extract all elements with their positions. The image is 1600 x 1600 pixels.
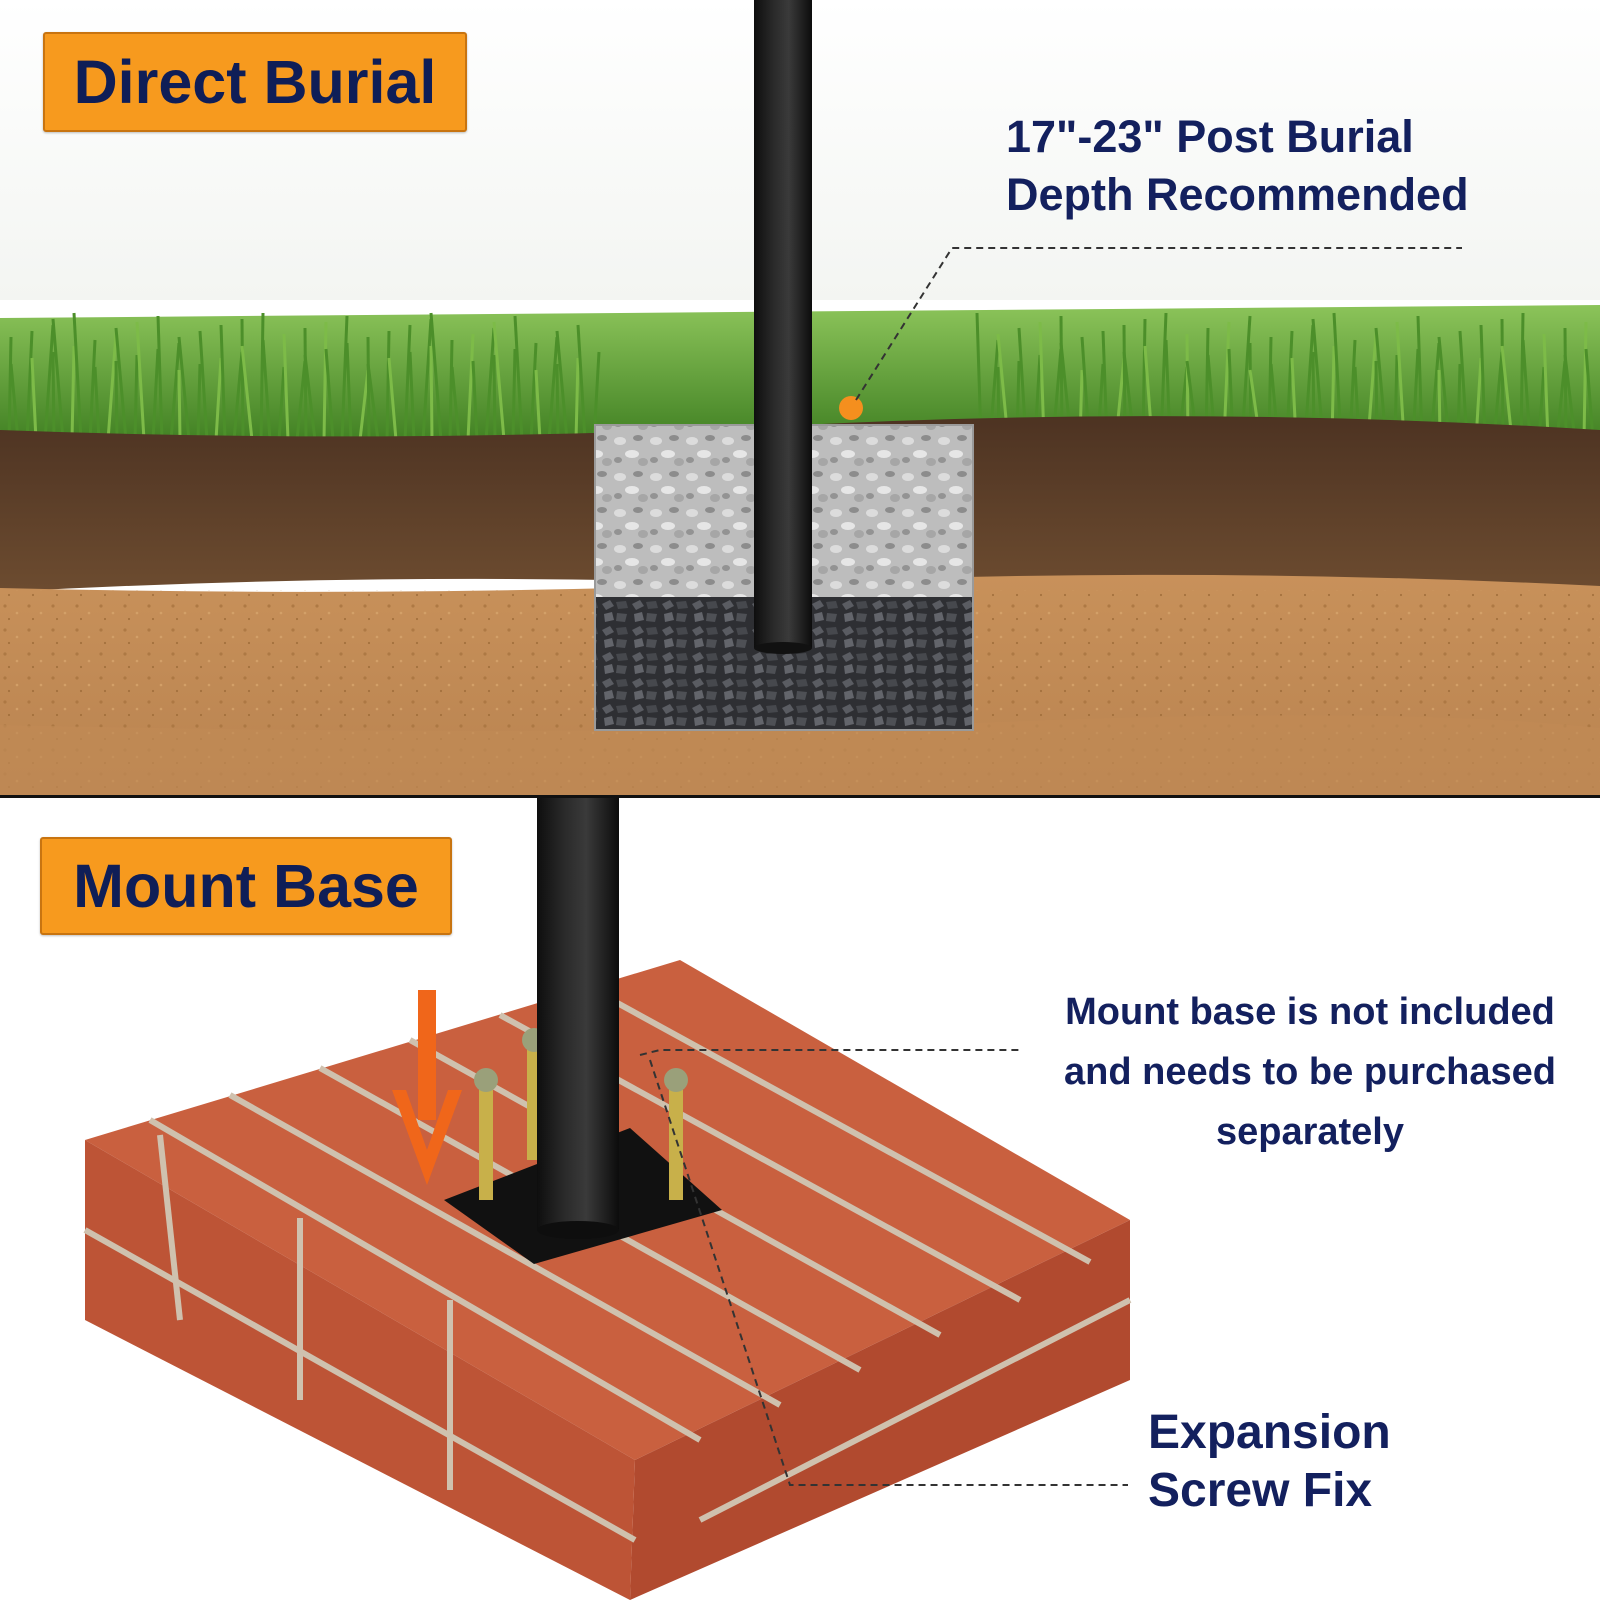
panel-divider [0, 795, 1600, 798]
mount-base-badge: Mount Base [40, 837, 452, 935]
brick-block [83, 960, 1132, 1600]
burial-depth-callout: 17"-23" Post Burial Depth Recommended [1006, 108, 1469, 224]
direct-burial-title: Direct Burial [73, 48, 437, 116]
screw-callout-line-1: Expansion [1148, 1406, 1391, 1459]
mount-leader-line [639, 1049, 1020, 1056]
screw-callout-line-2: Screw Fix [1148, 1464, 1373, 1517]
brick-left-face [85, 1140, 635, 1600]
brick-right-face [630, 1220, 1130, 1600]
burial-callout-line-2: Depth Recommended [1006, 169, 1469, 220]
burial-callout-line-1: 17"-23" Post Burial [1006, 111, 1414, 162]
mount-base-callout: Mount base is not included and needs to … [1030, 982, 1590, 1162]
grass-blades [0, 312, 1595, 441]
expansion-screw-callout: Expansion Screw Fix [1148, 1404, 1391, 1520]
mount-callout-line-2: and needs to be purchased [1064, 1051, 1556, 1093]
post-direct-burial [754, 0, 812, 648]
post-mount-base [537, 798, 619, 1230]
screw-leader-line [649, 1059, 1128, 1486]
orange-dot-icon [839, 396, 863, 420]
mount-callout-line-3: separately [1215, 1111, 1404, 1153]
mount-base-title: Mount Base [73, 852, 419, 920]
down-arrow-icon [392, 990, 462, 1185]
deep-soil-band [0, 715, 1600, 795]
direct-burial-badge: Direct Burial [43, 32, 467, 132]
mount-callout-line-1: Mount base is not included [1065, 991, 1555, 1033]
burial-leader-line [855, 247, 1462, 401]
